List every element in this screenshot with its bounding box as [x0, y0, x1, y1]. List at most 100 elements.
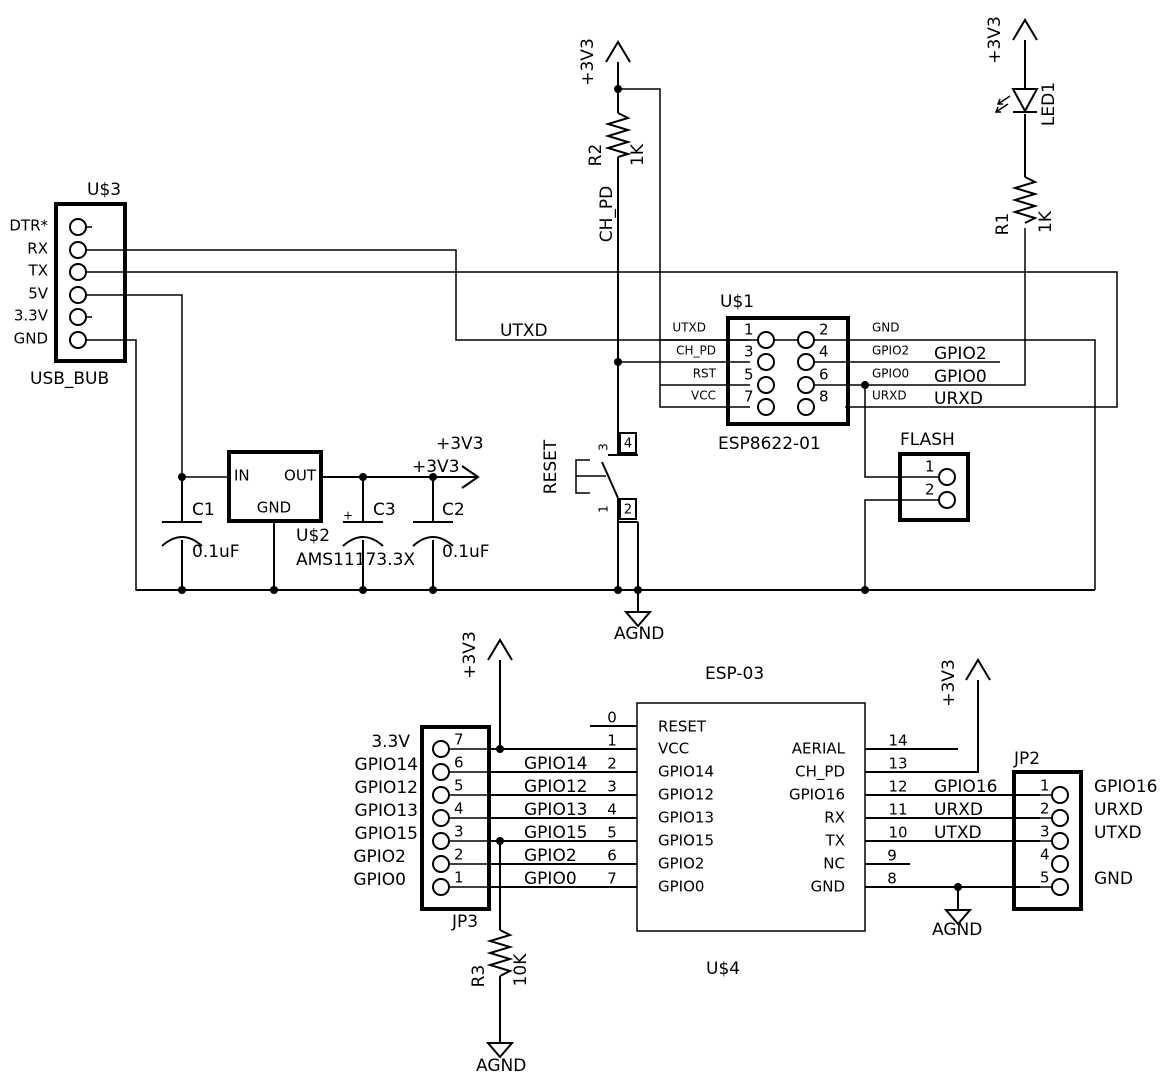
- c2-name: C2: [442, 500, 465, 520]
- capacitor-c3: + C3: [342, 500, 396, 547]
- jp2-name: JP2: [1013, 749, 1040, 769]
- u4-label-vcc: VCC: [658, 740, 689, 758]
- jp3-label-gpio0: GPIO0: [353, 870, 406, 890]
- u3-name: U$3: [87, 180, 121, 200]
- u4-num-10: 10: [888, 824, 907, 842]
- flash-pin-1: 1: [925, 458, 935, 476]
- u4-net-gpio13: GPIO13: [524, 800, 587, 820]
- u1-num-8: 8: [819, 388, 829, 406]
- jp2-num-5: 5: [1040, 869, 1050, 887]
- u4-net-gpio16: GPIO16: [934, 777, 997, 797]
- jp2-num-4: 4: [1040, 846, 1050, 864]
- ground-label-jp2: AGND: [932, 920, 982, 940]
- r3-value: 10K: [511, 953, 531, 987]
- r1-name: R1: [993, 213, 1013, 236]
- u4-label-rx: RX: [824, 809, 845, 827]
- jp3-label-gpio13: GPIO13: [355, 801, 418, 821]
- c2-value: 0.1uF: [442, 542, 490, 562]
- resistor-r1: R1 1K: [993, 176, 1056, 236]
- u4-num-6: 6: [607, 847, 617, 865]
- esp-03-module: ESP-03 U$4 RESET VCC GPIO14 GPIO12 GPIO1…: [636, 664, 866, 979]
- u4-num-9: 9: [887, 847, 897, 865]
- u1-name: U$1: [720, 292, 754, 312]
- u4-name: U$4: [706, 959, 740, 979]
- ground-label-r3: AGND: [476, 1056, 526, 1076]
- led-d1: LED1: [994, 82, 1059, 126]
- reset-pin-1: 1: [597, 505, 611, 513]
- u4-label-gpio2: GPIO2: [658, 855, 704, 873]
- u4-net-gpio15: GPIO15: [524, 823, 587, 843]
- u4-num-4: 4: [607, 801, 617, 819]
- u4-num-2: 2: [607, 755, 617, 773]
- u3-pin-tx: TX: [28, 262, 48, 280]
- u4-label-chpd: CH_PD: [795, 763, 845, 782]
- u4-label-aerial: AERIAL: [792, 740, 846, 758]
- ground-symbol-top: AGND: [614, 611, 664, 644]
- u1-num-3: 3: [744, 343, 754, 361]
- u3-value: USB_BUB: [30, 369, 109, 389]
- supply-symbol-jp3: +3V3: [460, 631, 513, 845]
- u4-num-1: 1: [607, 732, 617, 750]
- u4-num-13: 13: [888, 755, 907, 773]
- u4-num-8: 8: [887, 870, 897, 888]
- u4-net-utxd: UTXD: [934, 823, 982, 843]
- u2-value: AMS11173.3X: [296, 550, 415, 570]
- u4-label-gpio12: GPIO12: [658, 786, 714, 804]
- jp3-num-2: 2: [454, 846, 464, 864]
- u4-net-gpio2: GPIO2: [524, 846, 577, 866]
- jp3-num-1: 1: [454, 869, 464, 887]
- jp3-header: JP3 7 6 5 4 3 2 1 3.3V GPIO14 GPIO12 GPI…: [353, 725, 491, 932]
- jp3-num-6: 6: [454, 754, 464, 772]
- u2-in-label: IN: [234, 467, 250, 485]
- u3-pin-3v3: 3.3V: [14, 307, 49, 325]
- jp3-label-gpio2: GPIO2: [353, 847, 406, 867]
- u1-num-1: 1: [744, 321, 754, 339]
- supply-symbol-regulator: +3V3 +3V3: [412, 434, 484, 489]
- usb-bub-connector: U$3 USB_BUB DTR* RX TX 5V 3.3V GND: [9, 180, 127, 389]
- u2-gnd-label: GND: [257, 499, 291, 517]
- u1-net-urxd: URXD: [934, 389, 983, 409]
- esp8622-01-module: U$1 ESP8622-01 1 3 5 7 2 4 6 8 UTXD CH_P…: [672, 292, 986, 454]
- c3-name: C3: [373, 500, 396, 520]
- u4-label-gpio15: GPIO15: [658, 832, 714, 850]
- u4-num-5: 5: [607, 824, 617, 842]
- jp3-num-4: 4: [454, 800, 464, 818]
- ground-label-top: AGND: [614, 624, 664, 644]
- c3-plus: +: [343, 509, 353, 523]
- jp3-name: JP3: [451, 912, 478, 932]
- supply-label-jp2: +3V3: [939, 659, 959, 707]
- u3-pin-dtr: DTR*: [9, 217, 48, 235]
- c1-value: 0.1uF: [192, 542, 240, 562]
- u1-num-4: 4: [819, 343, 829, 361]
- flash-header: FLASH 1 2: [898, 430, 970, 522]
- reset-pin-2: 2: [624, 503, 632, 518]
- u4-label-gnd: GND: [811, 878, 845, 896]
- r2-name: R2: [586, 144, 606, 167]
- u1-value: ESP8622-01: [718, 434, 821, 454]
- u1-label-rst: RST: [693, 367, 717, 381]
- u4-label-tx: TX: [825, 832, 845, 850]
- r1-value: 1K: [1036, 210, 1056, 233]
- jp2-label-gpio16: GPIO16: [1094, 777, 1157, 797]
- u4-label-gpio14: GPIO14: [658, 763, 714, 781]
- u4-label-gpio13: GPIO13: [658, 809, 714, 827]
- r3-name: R3: [469, 965, 489, 988]
- u2-name: U$2: [296, 526, 330, 546]
- u4-num-11: 11: [888, 801, 907, 819]
- u1-label-gnd: GND: [872, 321, 900, 335]
- u4-num-7: 7: [607, 870, 617, 888]
- jp3-label-gpio12: GPIO12: [355, 778, 418, 798]
- u4-num-3: 3: [607, 778, 617, 796]
- u4-value: ESP-03: [705, 664, 764, 684]
- u3-pin-rx: RX: [27, 240, 48, 258]
- u4-right-pins: 14 13 12 11 10 9 8 GPIO16 URXD UTXD: [865, 680, 1040, 910]
- jp3-num-5: 5: [454, 777, 464, 795]
- u3-pin-gnd: GND: [14, 330, 48, 348]
- jp2-header: JP2 1 2 3 4 5 GPIO16 URXD UTXD GND: [1012, 749, 1157, 911]
- u1-label-gpio2: GPIO2: [872, 344, 909, 358]
- top-wires: [86, 40, 1118, 612]
- jp3-label-gpio14: GPIO14: [355, 755, 418, 775]
- jp3-label-gpio15: GPIO15: [355, 824, 418, 844]
- u4-net-gpio14: GPIO14: [524, 754, 587, 774]
